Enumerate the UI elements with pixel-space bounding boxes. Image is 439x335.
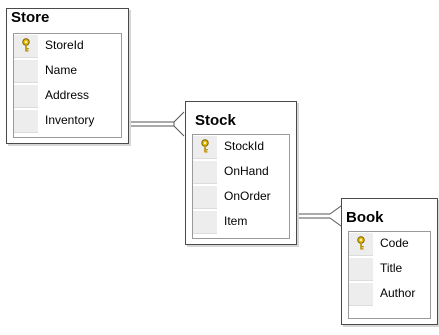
- column-name: Inventory: [45, 113, 95, 127]
- column-grid: Code Title Author: [348, 231, 431, 319]
- column-row[interactable]: Code: [349, 232, 430, 256]
- column-name: StoreId: [45, 38, 84, 52]
- column-name: Address: [45, 88, 90, 102]
- column-row[interactable]: OnOrder: [193, 185, 289, 209]
- column-name: Author: [380, 286, 416, 300]
- column-row[interactable]: Item: [193, 210, 289, 234]
- column-name: Code: [380, 236, 409, 250]
- column-row[interactable]: Name: [14, 59, 121, 83]
- key-icon: [22, 38, 30, 52]
- column-row[interactable]: Address: [14, 84, 121, 108]
- table-stock[interactable]: Stock StockId OnHand OnOrder Item: [185, 101, 297, 245]
- column-row[interactable]: Author: [349, 282, 430, 306]
- table-book[interactable]: Book Code Title Author: [341, 198, 438, 325]
- table-title: Store: [11, 9, 50, 26]
- table-title: Stock: [195, 112, 236, 129]
- column-row[interactable]: Title: [349, 257, 430, 281]
- column-name: OnOrder: [224, 189, 271, 203]
- column-grid: StockId OnHand OnOrder Item: [192, 134, 290, 239]
- column-grid: StoreId Name Address Inventory: [13, 33, 122, 138]
- table-store[interactable]: Store StoreId Name Address Inventory: [6, 8, 129, 144]
- key-icon: [201, 139, 209, 153]
- column-name: OnHand: [224, 164, 269, 178]
- key-icon: [357, 236, 365, 250]
- column-name: Name: [45, 63, 78, 77]
- column-name: Title: [380, 261, 403, 275]
- column-row[interactable]: OnHand: [193, 160, 289, 184]
- column-row[interactable]: StockId: [193, 135, 289, 159]
- column-row[interactable]: StoreId: [14, 34, 121, 58]
- column-row[interactable]: Inventory: [14, 109, 121, 133]
- table-title: Book: [346, 209, 384, 226]
- column-name: Item: [224, 214, 248, 228]
- column-name: StockId: [224, 139, 265, 153]
